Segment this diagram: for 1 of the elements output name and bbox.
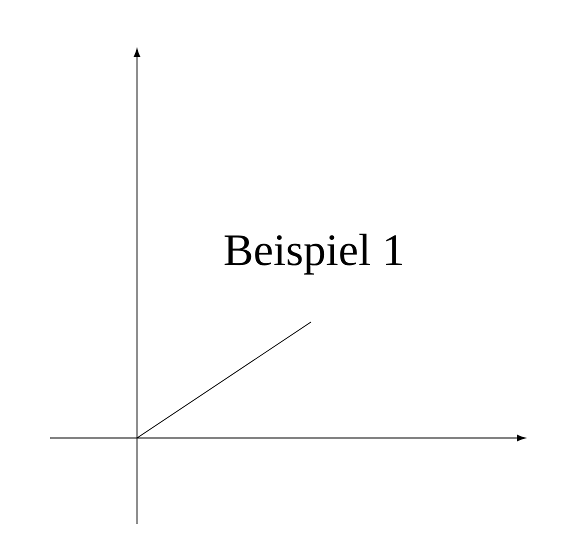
- diagram-label: Beispiel 1: [224, 234, 402, 275]
